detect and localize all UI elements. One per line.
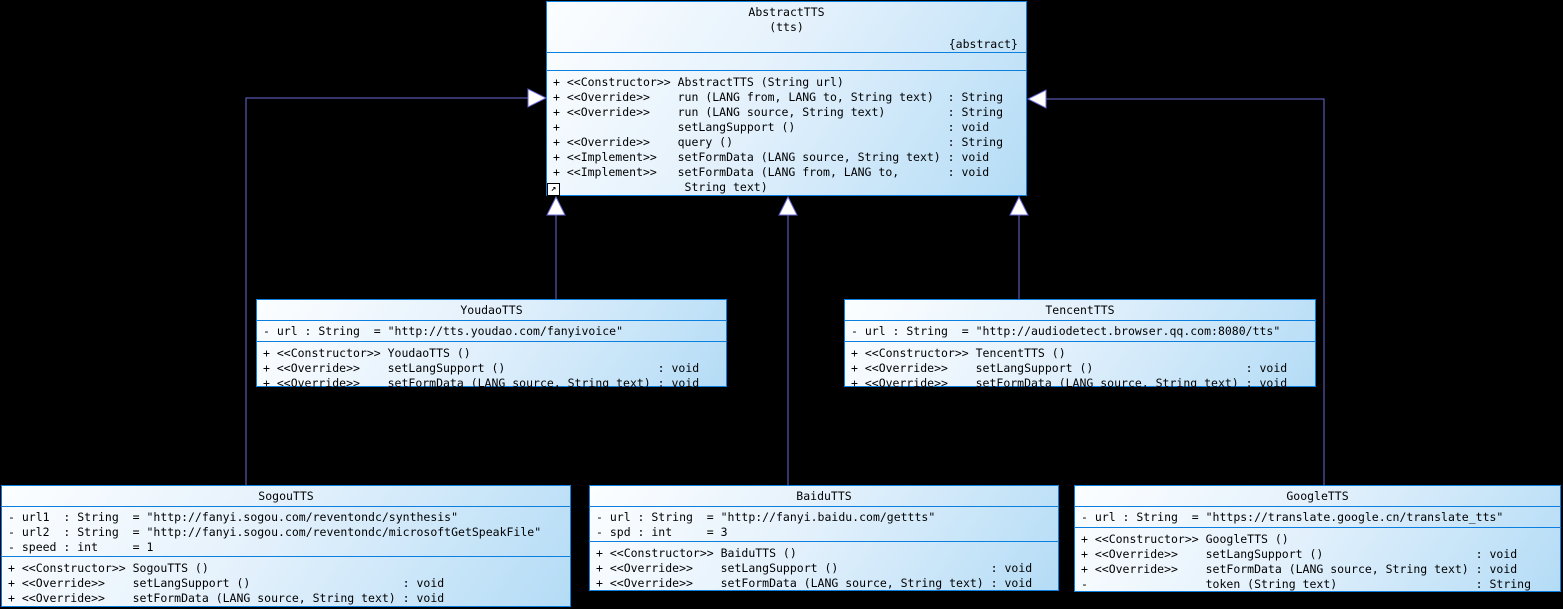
method-line: + <<Constructor>> BaiduTTS () — [596, 546, 797, 560]
method-line: + <<Implement>> setFormData (LANG from, … — [553, 165, 990, 179]
edge-sogou-to-abstract[interactable] — [245, 97, 528, 485]
methods-compartment: + <<Constructor>> SogouTTS () + <<Overri… — [2, 556, 570, 606]
attribute-line: - url1 : String = "http://fanyi.sogou.co… — [8, 510, 459, 524]
method-line: + <<Constructor>> YoudaoTTS () — [263, 346, 471, 360]
class-sogoutts[interactable]: SogouTTS - url1 : String = "http://fanyi… — [1, 485, 571, 607]
edge-google-to-abstract[interactable] — [1046, 98, 1325, 485]
method-line: + <<Constructor>> AbstractTTS (String ur… — [553, 75, 844, 89]
attributes-compartment — [547, 52, 1026, 70]
methods-compartment: + <<Constructor>> TencentTTS () + <<Over… — [845, 341, 1315, 391]
class-name: SogouTTS — [258, 489, 314, 503]
generalization-arrow-icon — [546, 195, 566, 216]
attribute-line: - spd : int = 3 — [596, 525, 728, 539]
attribute-line: - speed : int = 1 — [8, 540, 154, 554]
generalization-arrow-icon — [1009, 195, 1029, 216]
class-name: GoogleTTS — [1286, 489, 1349, 503]
class-youdaotts[interactable]: YoudaoTTS - url : String = "http://tts.y… — [256, 299, 727, 390]
attribute-line: - url : String = "http://tts.youdao.com/… — [263, 324, 624, 338]
class-tencenttts[interactable]: TencentTTS - url : String = "http://audi… — [844, 299, 1316, 390]
method-line: + <<Override>> setLangSupport () : void — [851, 361, 1288, 375]
methods-compartment: + <<Constructor>> GoogleTTS () + <<Overr… — [1075, 527, 1560, 592]
attribute-line: - url2 : String = "http://fanyi.sogou.co… — [8, 525, 542, 539]
attributes-compartment: - url1 : String = "http://fanyi.sogou.co… — [2, 506, 570, 556]
method-line: + <<Implement>> setFormData (LANG source… — [553, 150, 990, 164]
class-name: TencentTTS — [1045, 303, 1115, 317]
attribute-line: - url : String = "http://fanyi.baidu.com… — [596, 510, 936, 524]
attributes-compartment: - url : String = "http://fanyi.baidu.com… — [590, 506, 1058, 541]
methods-compartment: + <<Constructor>> BaiduTTS () + <<Overri… — [590, 541, 1058, 591]
method-line: + <<Override>> setFormData (LANG source,… — [8, 591, 445, 605]
method-line: + <<Override>> query () : String — [553, 135, 1004, 149]
method-line: + <<Override>> setLangSupport () : void — [596, 561, 1033, 575]
method-line: + <<Override>> setFormData (LANG source,… — [851, 376, 1288, 390]
method-line: String text) — [553, 180, 768, 194]
class-name: BaiduTTS — [796, 489, 852, 503]
attributes-compartment: - url : String = "http://tts.youdao.com/… — [257, 320, 726, 341]
method-line: + <<Override>> run (LANG from, LANG to, … — [553, 90, 1004, 104]
class-name: YoudaoTTS — [460, 303, 523, 317]
class-googletts[interactable]: GoogleTTS - url : String = "https://tran… — [1074, 485, 1561, 592]
class-package: (tts) — [769, 20, 804, 34]
methods-compartment: + <<Constructor>> YoudaoTTS () + <<Overr… — [257, 341, 726, 391]
generalization-arrow-icon — [778, 195, 798, 216]
method-line: + <<Override>> setFormData (LANG source,… — [596, 576, 1033, 590]
method-line: + setLangSupport () : void — [553, 120, 990, 134]
method-line: + <<Override>> setLangSupport () : void — [8, 576, 445, 590]
class-abstracttts[interactable]: AbstractTTS (tts) {abstract} + <<Constru… — [546, 1, 1027, 196]
method-line: + <<Override>> run (LANG source, String … — [553, 105, 1004, 119]
method-line: + <<Override>> setLangSupport () : void — [1081, 547, 1518, 561]
attributes-compartment: - url : String = "http://audiodetect.bro… — [845, 320, 1315, 341]
attribute-line: - url : String = "https://translate.goog… — [1081, 510, 1504, 524]
attributes-compartment: - url : String = "https://translate.goog… — [1075, 506, 1560, 527]
resize-arrow-icon[interactable]: ↗ — [547, 183, 560, 196]
generalization-arrow-icon — [527, 88, 548, 108]
attribute-line: - url : String = "http://audiodetect.bro… — [851, 324, 1281, 338]
method-line: + <<Override>> setFormData (LANG source,… — [1081, 562, 1518, 576]
abstract-tag: {abstract} — [948, 37, 1018, 51]
class-name: AbstractTTS — [748, 5, 825, 19]
methods-compartment: + <<Constructor>> AbstractTTS (String ur… — [547, 70, 1026, 195]
method-line: + <<Constructor>> SogouTTS () — [8, 561, 209, 575]
class-baidutts[interactable]: BaiduTTS - url : String = "http://fanyi.… — [589, 485, 1059, 591]
method-line: - token (String text) : String — [1081, 577, 1532, 591]
method-line: + <<Constructor>> TencentTTS () — [851, 346, 1066, 360]
method-line: + <<Override>> setFormData (LANG source,… — [263, 376, 700, 390]
method-line: + <<Override>> setLangSupport () : void — [263, 361, 700, 375]
generalization-arrow-icon — [1026, 89, 1047, 109]
class-header: AbstractTTS (tts) {abstract} — [547, 2, 1026, 52]
method-line: + <<Constructor>> GoogleTTS () — [1081, 532, 1289, 546]
